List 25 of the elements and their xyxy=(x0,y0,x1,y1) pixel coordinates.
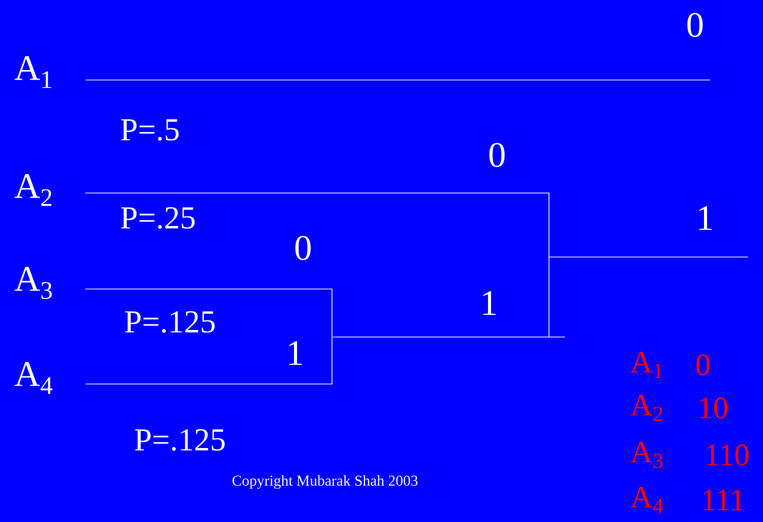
tree-branch-line xyxy=(85,192,566,338)
code-table-entry: 111 xyxy=(704,490,744,510)
symbol-label: A$_{2}$ xyxy=(14,174,52,206)
code-table-entry: A$_{4}$ xyxy=(630,486,664,514)
symbol-label: A$_{3}$ xyxy=(14,266,52,300)
branch-digit: 0 xyxy=(295,236,311,260)
probability-label: P=.125 xyxy=(125,311,215,333)
symbol-label: A$_{4}$ xyxy=(14,362,52,394)
code-table-entry: 0 xyxy=(696,354,710,376)
branch-digit: 1 xyxy=(699,206,712,230)
branch-digit: 1 xyxy=(483,291,496,315)
code-table-entry: A$_{1}$ xyxy=(630,352,662,378)
probability-label: P=.5 xyxy=(121,119,179,141)
copyright-note: Copyright Mubarak Shah 2003 xyxy=(232,475,418,489)
code-table-entry: 10 xyxy=(700,398,728,418)
code-table-entry: 110 xyxy=(707,444,748,466)
code-table-entry: A$_{3}$ xyxy=(630,442,663,468)
branch-digit: 0 xyxy=(687,12,703,38)
probability-label: P=.25 xyxy=(121,207,195,229)
code-table-entry: A$_{2}$ xyxy=(630,394,662,422)
probability-label: P=.125 xyxy=(135,429,225,451)
branch-digit: 0 xyxy=(489,142,505,168)
symbol-label: A$_{1}$ xyxy=(14,56,52,88)
branch-digit: 1 xyxy=(289,341,302,365)
tree-branch-line xyxy=(85,288,332,384)
